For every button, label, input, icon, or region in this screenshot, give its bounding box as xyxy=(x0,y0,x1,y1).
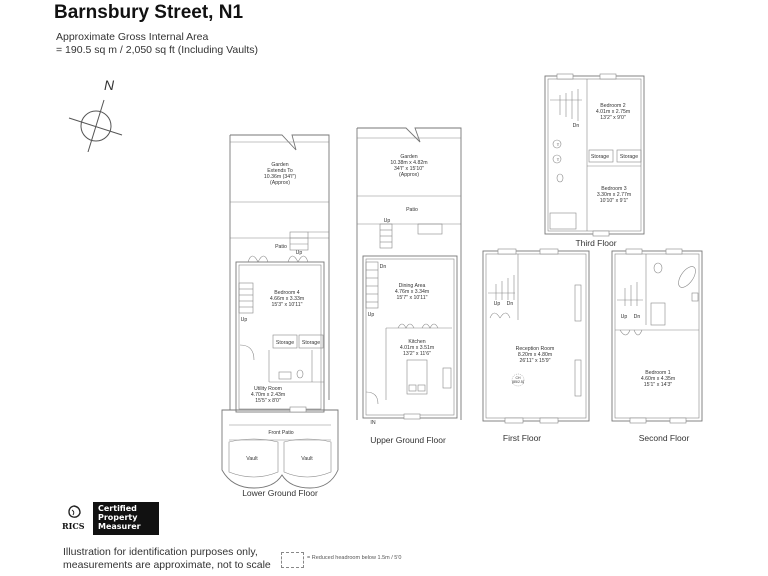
lg-storage-2: Storage xyxy=(302,340,320,346)
ug-dn-label: Dn xyxy=(380,264,387,270)
lower-ground-floor-title: Lower Ground Floor xyxy=(242,488,318,498)
page-title: Barnsbury Street, N1 xyxy=(54,2,244,23)
tank-1-label: T xyxy=(557,142,560,147)
svg-text:CH(85/2.5): CH(85/2.5) xyxy=(512,376,524,384)
disclaimer-line-1: Illustration for identification purposes… xyxy=(63,546,258,558)
ug-up-label: Up xyxy=(384,218,391,224)
ug-up2-label: Up xyxy=(368,312,375,318)
tf-dn-label: Dn xyxy=(573,123,580,129)
floors-upper-ground-kitchen-2: 13'2" x 11'6" xyxy=(403,351,431,357)
area-line-1: Approximate Gross Internal Area xyxy=(56,31,209,43)
ff-up-label: Up xyxy=(494,301,501,307)
ch-label: CH xyxy=(515,376,521,380)
floors-first-ch-1: (85/2.5) xyxy=(512,380,524,384)
ff-dn-label: Dn xyxy=(507,301,514,307)
utility-room-label: Utility Room xyxy=(254,386,282,392)
floors-third-bedroom2-1: 4.01m x 2.75m xyxy=(596,109,630,115)
reception-room-label: Reception Room xyxy=(516,346,555,352)
floors-third-bedroom3-1: 3.30m x 2.77m xyxy=(597,192,631,198)
reduced-headroom-legend-text: = Reduced headroom below 1.5m / 5'0 xyxy=(307,555,402,561)
floors-lower-ground-garden-3: (Approx) xyxy=(270,180,290,186)
disclaimer-line-2: measurements are approximate, not to sca… xyxy=(63,559,271,571)
sf-dn-label: Dn xyxy=(634,314,641,320)
lg-garden-line-1: Garden xyxy=(271,162,288,168)
bedroom-4-label: Bedroom 4 xyxy=(274,290,299,296)
bedroom-3-label: Bedroom 3 xyxy=(601,186,626,192)
tf-storage-2: Storage xyxy=(620,154,638,160)
lg-patio-label: Patio xyxy=(275,244,287,250)
floors-upper-ground-dining-2: 15'7" x 10'11" xyxy=(397,295,428,301)
kitchen-label: Kitchen xyxy=(408,339,425,345)
entrance-label: IN xyxy=(370,420,375,426)
tank-2-label: T xyxy=(557,157,560,162)
floors-lower-ground-bedroom4-1: 4.66m x 3.33m xyxy=(270,296,304,302)
sf-up-label: Up xyxy=(621,314,628,320)
ug-patio-label: Patio xyxy=(406,207,418,213)
floors-upper-ground-kitchen-1: 4.01m x 3.51m xyxy=(400,345,434,351)
floors-upper-ground-garden-1: 10.38m x 4.82m xyxy=(390,160,427,166)
badge-line-2: Property xyxy=(98,513,138,522)
tf-storage-1: Storage xyxy=(591,154,609,160)
disclaimer: Illustration for identification purposes… xyxy=(63,546,271,572)
second-floor-title: Second Floor xyxy=(639,433,690,443)
front-patio-label: Front Patio xyxy=(268,430,293,436)
floors-second-bedroom1-2: 15'1" x 14'3" xyxy=(644,382,673,388)
upper-ground-floor-title: Upper Ground Floor xyxy=(370,435,446,445)
lg-up-label: Up xyxy=(296,250,303,256)
bedroom-2-label: Bedroom 2 xyxy=(600,103,625,109)
ug-garden-label: Garden xyxy=(400,154,417,160)
floors-lower-ground-utility-1: 4.70m x 2.43m xyxy=(251,392,285,398)
compass-north-label: N xyxy=(104,77,115,93)
first-floor-title: First Floor xyxy=(503,433,541,443)
floors-lower-ground-utility-2: 15'5" x 8'0" xyxy=(255,398,281,404)
badge-line-1: Certified xyxy=(98,504,137,513)
floors-second-bedroom1-1: 4.60m x 4.35m xyxy=(641,376,675,382)
floors-third-bedroom2-2: 13'2" x 9'0" xyxy=(600,115,626,121)
floors-upper-ground-dining-1: 4.76m x 3.34m xyxy=(395,289,429,295)
floors-lower-ground-garden-1: Extends To xyxy=(267,168,293,174)
compass-icon: N xyxy=(68,77,123,152)
floors-upper-ground-garden-2: 34'I" x 15'10" xyxy=(394,166,424,172)
floors-first-reception-2: 26'11" x 15'9" xyxy=(520,358,551,364)
floors-lower-ground-bedroom4-2: 15'3" x 10'11" xyxy=(272,302,303,308)
certified-property-measurer-badge: Certified Property Measurer xyxy=(93,502,159,535)
third-floor-title: Third Floor xyxy=(575,238,616,248)
reduced-headroom-legend-swatch xyxy=(281,552,304,568)
rics-logo-text: RICS xyxy=(62,521,85,531)
lg-stair-up-label: Up xyxy=(241,317,248,323)
floors-first-reception-1: 8.20m x 4.80m xyxy=(518,352,552,358)
vault-2-label: Vault xyxy=(301,456,313,462)
vault-1-label: Vault xyxy=(246,456,258,462)
dining-area-label: Dining Area xyxy=(399,283,426,289)
rics-lion-icon xyxy=(68,505,81,518)
floors-upper-ground-garden-3: (Approx) xyxy=(399,172,419,178)
lg-storage-1: Storage xyxy=(276,340,294,346)
bedroom-1-label: Bedroom 1 xyxy=(645,370,670,376)
area-summary: Approximate Gross Internal Area = 190.5 … xyxy=(56,31,258,57)
area-line-2: = 190.5 sq m / 2,050 sq ft (Including Va… xyxy=(56,44,259,56)
badge-line-3: Measurer xyxy=(98,522,141,531)
floors-third-bedroom3-2: 10'10" x 9'1" xyxy=(600,198,629,204)
floors-lower-ground-garden-2: 10.36m (34'I") xyxy=(264,174,297,180)
